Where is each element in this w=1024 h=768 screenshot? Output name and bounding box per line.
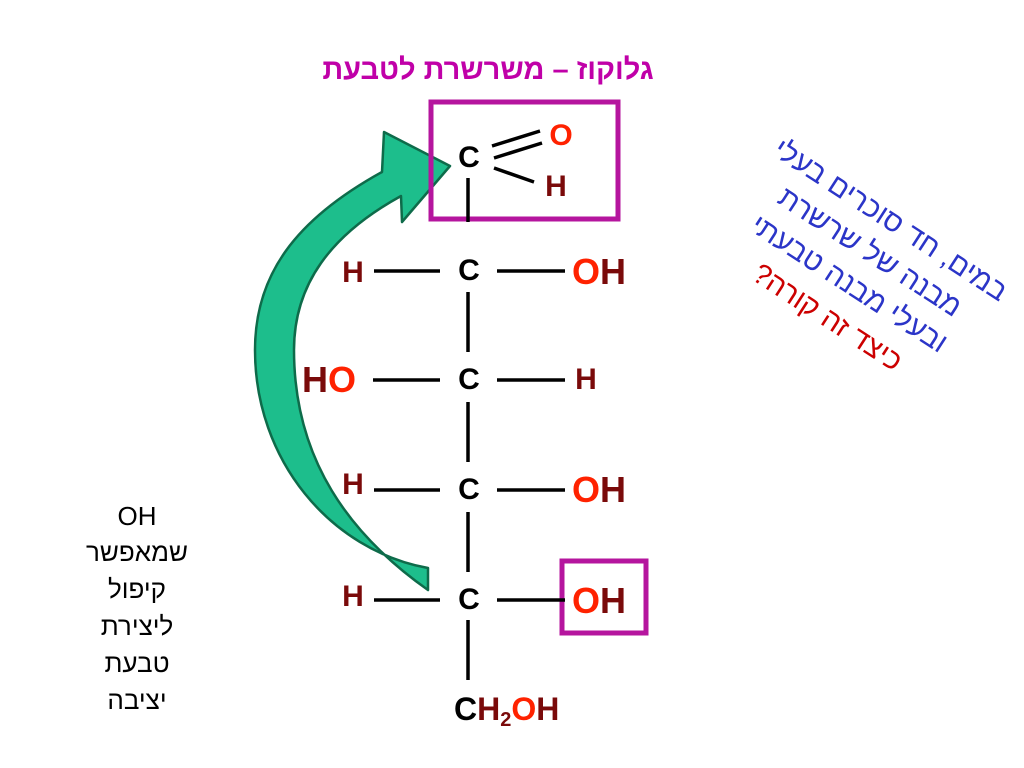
c6-hydrogen-2: H: [477, 691, 500, 727]
left-note-line-2: שמאפשר: [86, 537, 188, 567]
curved-arrow-icon: [253, 130, 452, 592]
c5-row: H C OH: [342, 580, 626, 621]
c2-hydroxyl-hydrogen: H: [600, 251, 626, 292]
c5-hydroxyl-hydrogen: H: [600, 580, 626, 621]
c4-hydroxyl-oxygen: O: [572, 469, 600, 510]
left-note-line-5: טבעת: [104, 648, 169, 678]
c2-hydroxyl-oxygen: O: [572, 251, 600, 292]
c5-left-hydrogen: H: [342, 580, 364, 613]
c6-hydrogen: H: [536, 691, 559, 727]
c6-carbon: C: [454, 691, 477, 727]
c4-row: H C OH: [342, 468, 626, 510]
c2-hydroxyl: OH: [572, 251, 626, 292]
c2-carbon-label: C: [458, 254, 480, 287]
c3-hydroxyl-hydrogen: H: [302, 359, 328, 400]
c1-aldehyde-group: C O H: [458, 119, 573, 203]
c3-hydroxyl-oxygen: O: [328, 359, 356, 400]
c5-hydroxyl-oxygen: O: [572, 580, 600, 621]
c6-oxygen: O: [511, 691, 536, 727]
c3-hydroxyl: HO: [302, 359, 356, 400]
c5-carbon-label: C: [458, 583, 480, 616]
c6-ch2oh-group: CH2OH: [454, 691, 559, 731]
c6-subscript-2: 2: [500, 709, 511, 731]
c5-hydroxyl-highlight-box: [559, 558, 649, 636]
left-note-line-3: קיפול: [108, 574, 166, 604]
left-note: OH שמאפשר קיפול ליצירת טבעת יציבה: [86, 501, 188, 715]
slide-title: גלוקוז – משרשרת לטבעת: [322, 54, 653, 86]
c4-hydroxyl: OH: [572, 469, 626, 510]
c3-right-hydrogen: H: [575, 363, 597, 396]
c4-left-hydrogen: H: [342, 468, 364, 501]
c1-double-bond-lower: [493, 141, 543, 160]
c4-hydroxyl-hydrogen: H: [600, 469, 626, 510]
left-note-line-1: OH: [118, 501, 157, 531]
c3-row: HO C H: [302, 359, 597, 400]
c5-hydroxyl: OH: [572, 580, 626, 621]
c1-carbon-label: C: [458, 141, 480, 174]
left-note-line-4: ליצירת: [101, 611, 174, 641]
right-note: במים, חד סוכרים בעלי מבנה של שרשרת ובעלי…: [745, 133, 1013, 378]
c1-h-bond: [493, 166, 535, 184]
c1-double-bond-upper: [491, 129, 541, 148]
c2-left-hydrogen: H: [342, 256, 364, 289]
c1-oxygen-label: O: [549, 119, 572, 152]
c4-carbon-label: C: [458, 473, 480, 506]
aldehyde-highlight-box: [428, 99, 621, 222]
left-note-line-6: יציבה: [107, 685, 166, 715]
c1-hydrogen-label: H: [545, 170, 567, 203]
c3-carbon-label: C: [458, 363, 480, 396]
c2-row: H C OH: [342, 251, 626, 292]
